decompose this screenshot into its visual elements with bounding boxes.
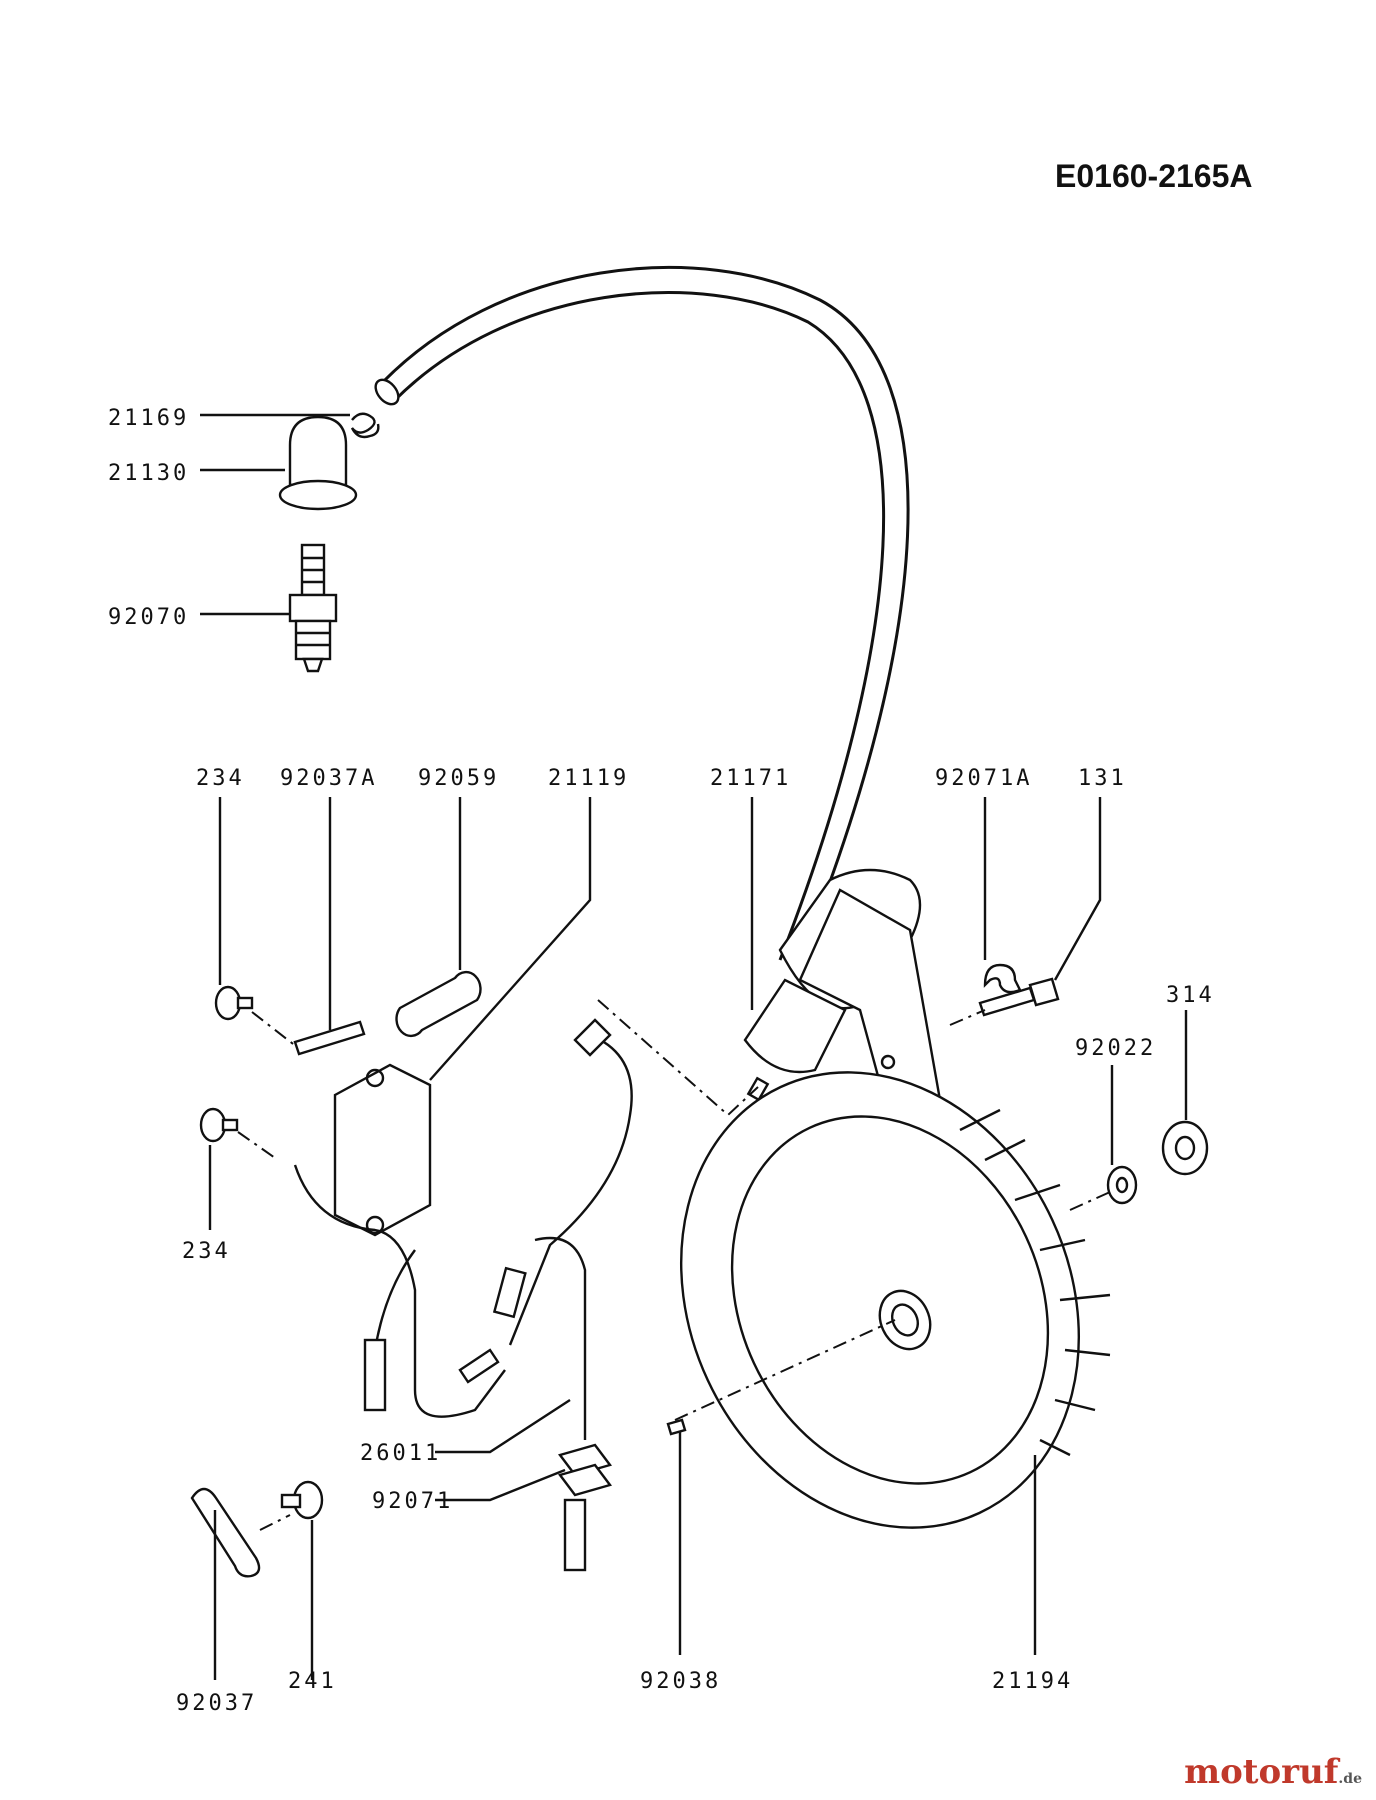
spark-plug-part — [288, 543, 338, 673]
high-tension-lead — [374, 265, 910, 961]
plug-cap-part — [278, 415, 358, 511]
diagram-code: E0160-2165A — [1055, 158, 1252, 194]
part-label-234-bottom: 234 — [182, 1239, 231, 1264]
spacer-part — [395, 970, 482, 1038]
part-label-92037: 92037 — [176, 1691, 257, 1716]
part-label-21194: 21194 — [992, 1669, 1073, 1694]
screw-part-top — [214, 985, 254, 1021]
part-label-92038: 92038 — [640, 1669, 721, 1694]
flywheel-part — [680, 1071, 1111, 1529]
part-label-21130: 21130 — [108, 461, 189, 486]
screw-part-bottom — [199, 1107, 239, 1143]
key-part — [666, 1418, 687, 1436]
part-label-21119: 21119 — [548, 766, 629, 791]
washer-part — [1106, 1165, 1138, 1205]
part-label-26011: 26011 — [360, 1441, 441, 1466]
ignition-coil-part — [743, 868, 942, 1122]
clip-part — [983, 963, 1022, 994]
part-label-92071A: 92071A — [935, 766, 1032, 791]
part-label-234-top: 234 — [196, 766, 245, 791]
part-label-131: 131 — [1078, 766, 1127, 791]
spring-part — [350, 412, 380, 439]
part-label-241: 241 — [288, 1669, 337, 1694]
watermark-brand: motoruf — [1184, 1752, 1339, 1792]
part-label-92070: 92070 — [108, 605, 189, 630]
wiring-harness — [293, 1018, 633, 1572]
motoruf-watermark: motoruf.de — [1184, 1752, 1362, 1792]
plate-part — [293, 1020, 366, 1056]
part-label-92059: 92059 — [418, 766, 499, 791]
part-label-21169: 21169 — [108, 406, 189, 431]
ground-lead-part — [190, 1487, 261, 1578]
part-label-92022: 92022 — [1075, 1036, 1156, 1061]
part-label-92071: 92071 — [372, 1489, 453, 1514]
alignment-lines — [237, 999, 1111, 1531]
screw-241-part — [280, 1480, 324, 1520]
part-label-92037A: 92037A — [280, 766, 377, 791]
part-label-21171: 21171 — [710, 766, 791, 791]
bolt-part — [978, 977, 1060, 1017]
watermark-tld: .de — [1338, 1771, 1362, 1787]
part-label-314: 314 — [1166, 983, 1215, 1008]
nut-part — [1161, 1120, 1209, 1176]
leader-lines — [200, 413, 1188, 1680]
ignition-unit-part — [333, 1063, 432, 1237]
